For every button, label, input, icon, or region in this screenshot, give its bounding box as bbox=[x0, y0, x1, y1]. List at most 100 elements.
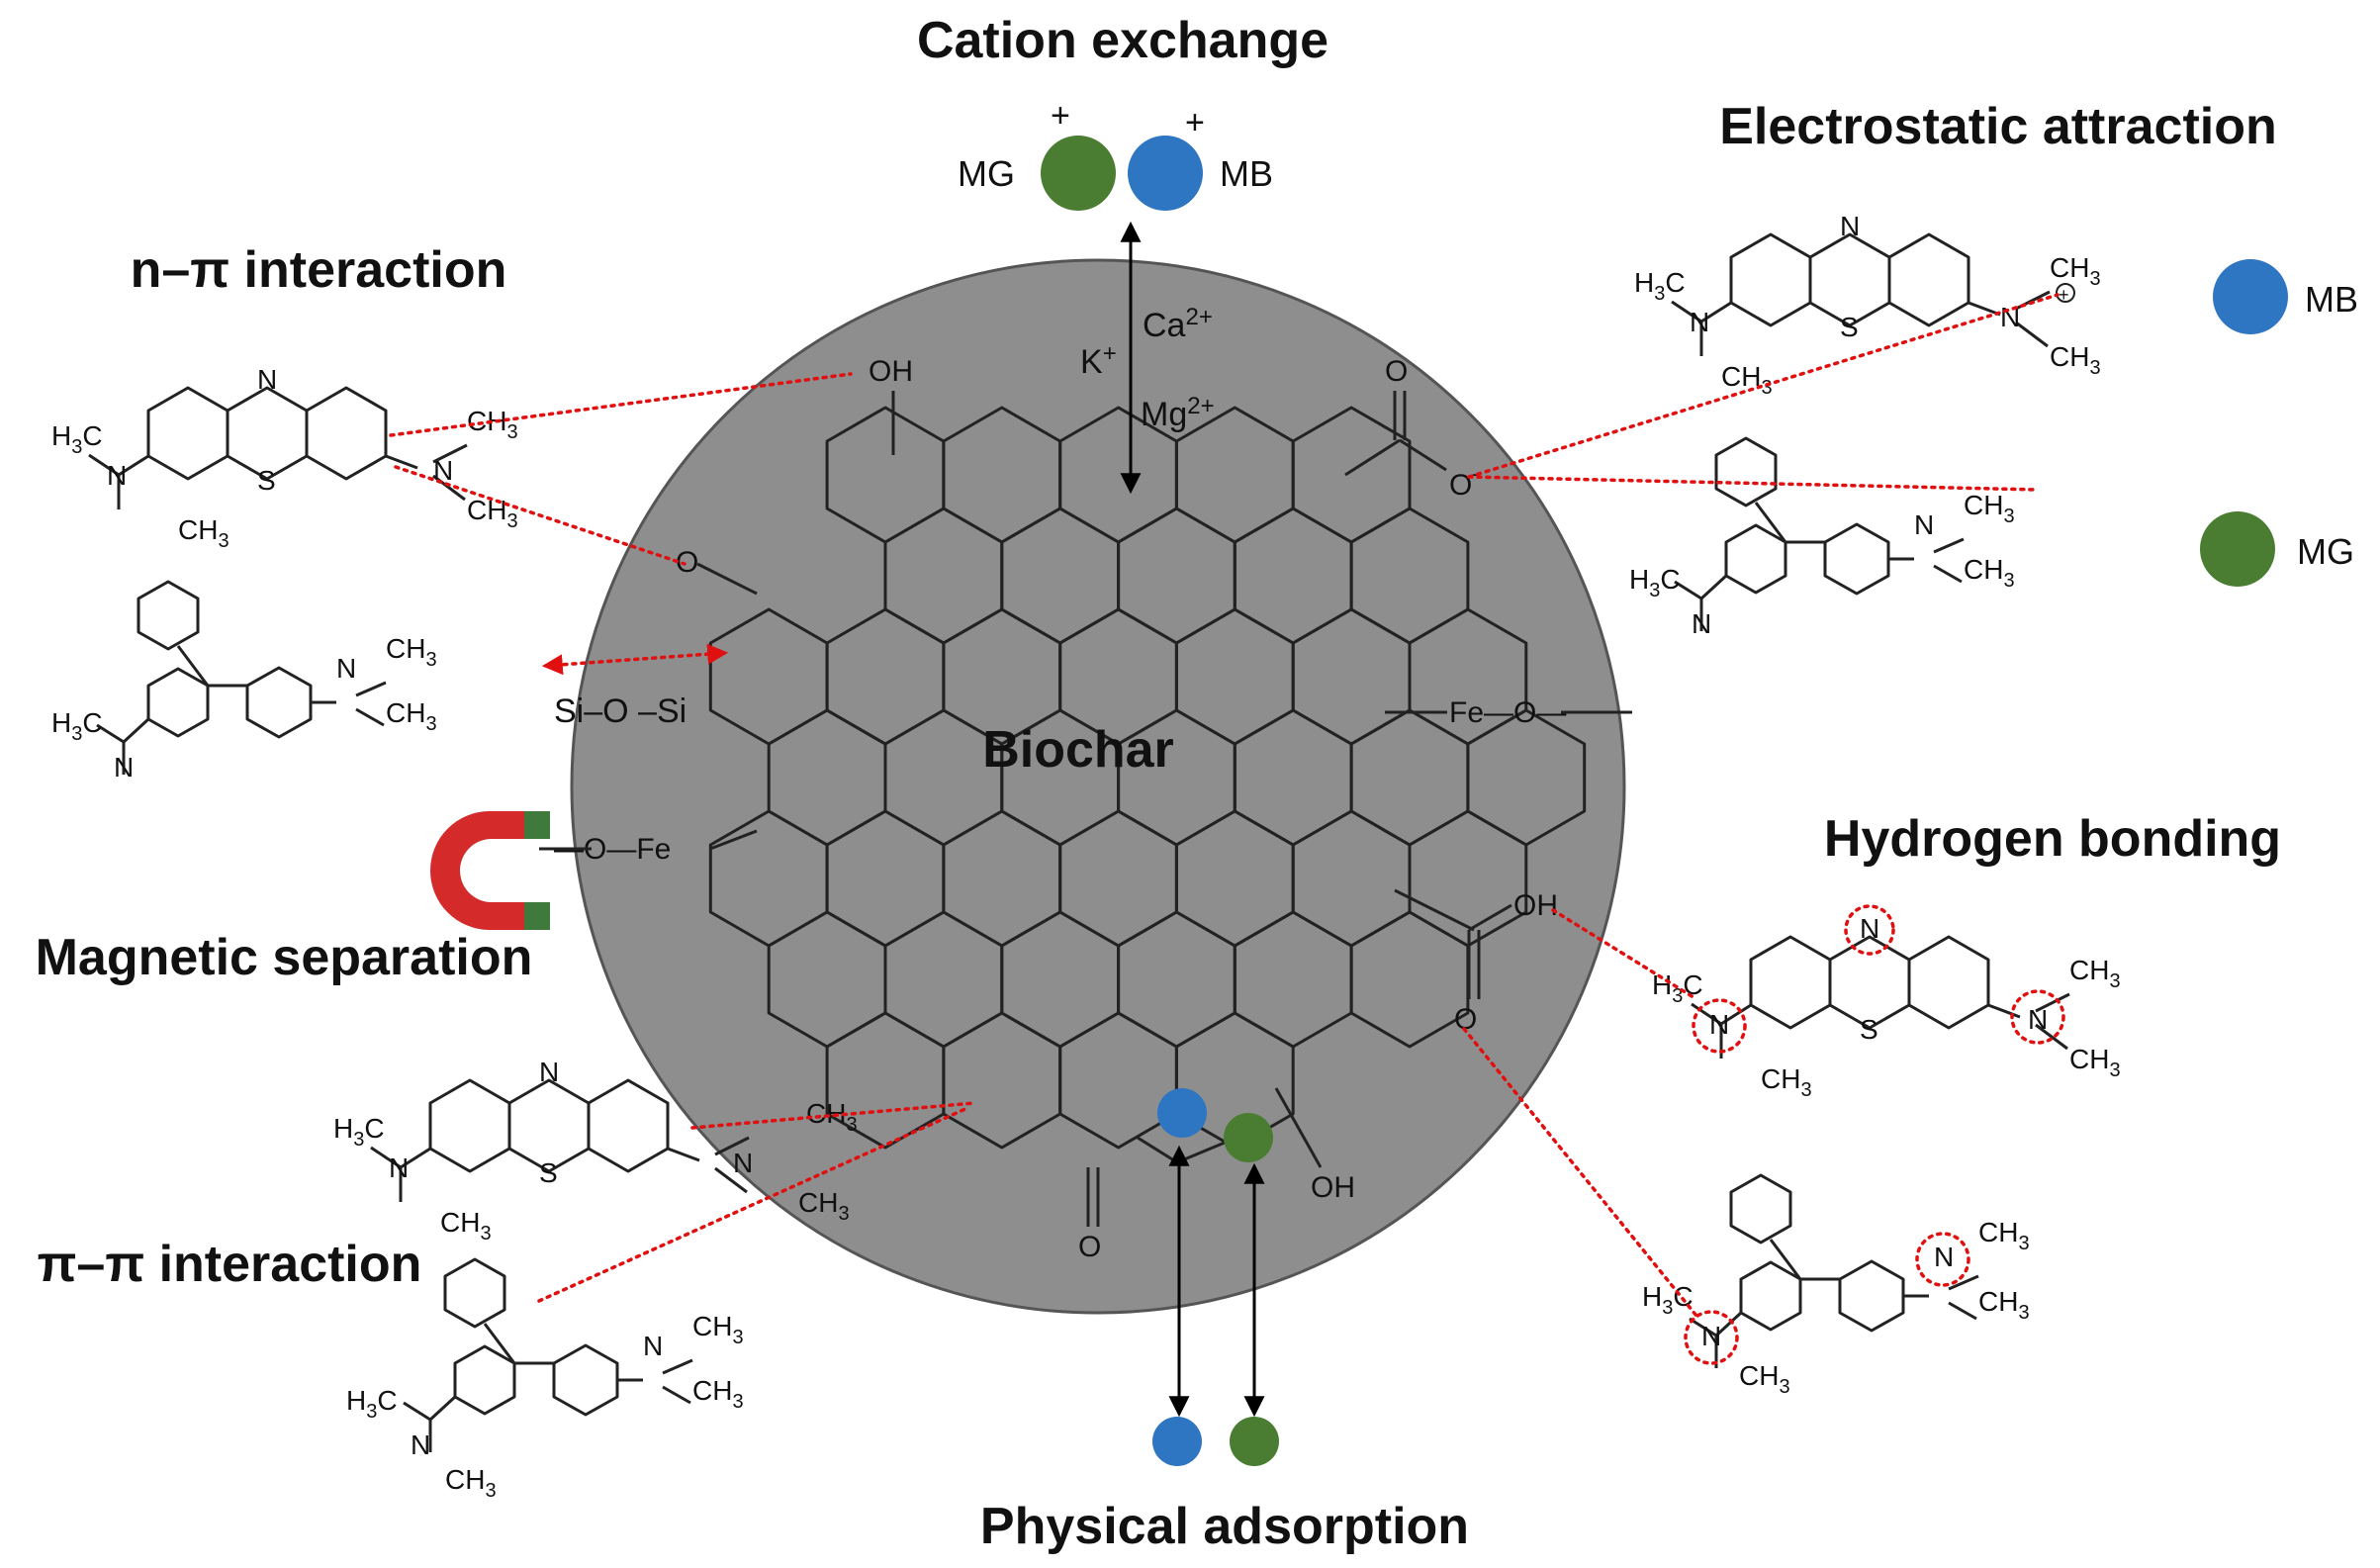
h3c-label: H3C bbox=[346, 1385, 398, 1423]
ch3-label: CH3 bbox=[1964, 490, 2015, 527]
o-carbonyl-right-label: O bbox=[1454, 1003, 1477, 1036]
mb-label-top: MB bbox=[1220, 153, 1273, 194]
s-ring-label: S bbox=[1840, 312, 1859, 342]
n-amine-label: N bbox=[411, 1430, 430, 1460]
oh-bottom-label: OH bbox=[1311, 1171, 1355, 1204]
mg-ion-pore bbox=[1224, 1113, 1273, 1162]
mg-ion-bottom bbox=[1230, 1417, 1279, 1466]
ch3-label: CH3 bbox=[692, 1311, 744, 1348]
biochar-label: Biochar bbox=[982, 721, 1174, 779]
ch3-label: CH3 bbox=[1978, 1217, 2030, 1254]
h3c-label: H3C bbox=[1629, 564, 1681, 601]
ch3-label: CH3 bbox=[798, 1187, 850, 1225]
mg-ion-right bbox=[2200, 511, 2275, 587]
electrostatic-title: Electrostatic attraction bbox=[1719, 98, 2277, 155]
n-ring-label: N bbox=[1840, 211, 1860, 241]
functional-groups: OH O O - O Fe—O— —O—Fe OH O O OH bbox=[554, 355, 1632, 1263]
n-cation-label: N bbox=[433, 455, 453, 486]
mb-ion-top bbox=[1128, 136, 1203, 211]
mb-ion-right bbox=[2213, 259, 2288, 334]
h3c-label: H3C bbox=[1652, 969, 1703, 1007]
n-cation-label: N bbox=[2028, 1004, 2048, 1035]
mb-label-right: MB bbox=[2305, 279, 2358, 320]
s-ring-label: S bbox=[257, 465, 276, 496]
n-amine-label: N bbox=[1709, 1009, 1729, 1040]
k-ion-label: K+ bbox=[1080, 340, 1117, 381]
ch3-label: CH3 bbox=[2069, 955, 2121, 992]
mb-molecule-hbond: H3C N N S N CH3 CH3 CH3 bbox=[1652, 904, 2121, 1101]
n-amine-label: N bbox=[389, 1153, 409, 1183]
mb-molecule-electrostatic: H3C N N S N + CH3 CH3 CH3 bbox=[1634, 211, 2101, 399]
ch3-label: CH3 bbox=[1761, 1063, 1812, 1101]
magnet-icon bbox=[430, 811, 550, 930]
n-cation-label: N bbox=[1914, 509, 1934, 540]
physical-adsorption-title: Physical adsorption bbox=[980, 1498, 1469, 1555]
ch3-label: CH3 bbox=[445, 1464, 497, 1502]
n-amine-label: N bbox=[1690, 307, 1709, 337]
mb-ion-pore bbox=[1157, 1088, 1207, 1138]
ch3-label: CH3 bbox=[440, 1207, 492, 1245]
ch3-label: CH3 bbox=[386, 697, 437, 735]
n-amine-label: N bbox=[114, 752, 134, 783]
mg-label-top: MG bbox=[958, 153, 1015, 194]
ch3-label: CH3 bbox=[386, 633, 437, 671]
si-o-si-label: Si–O –Si bbox=[554, 692, 687, 730]
mg-molecule-sio: N CH3 CH3 H3C N bbox=[51, 580, 437, 783]
pi-pi-title: π–π interaction bbox=[38, 1236, 422, 1293]
n-cation-label: N bbox=[1934, 1242, 1954, 1272]
n-ring-label: N bbox=[1860, 913, 1879, 944]
mb-plus-sign: + bbox=[1185, 104, 1205, 141]
magnetic-separation-title: Magnetic separation bbox=[36, 929, 533, 986]
hydrogen-bonding-title: Hydrogen bonding bbox=[1824, 810, 2281, 868]
ca-ion-label: Ca2+ bbox=[1143, 304, 1213, 344]
oh-right-label: OH bbox=[1513, 889, 1558, 922]
n-amine-label: N bbox=[1692, 608, 1711, 639]
n-cation-label: N bbox=[643, 1331, 663, 1361]
ch3-label: CH3 bbox=[2050, 341, 2101, 379]
mg-label-right: MG bbox=[2297, 531, 2354, 572]
mb-ion-bottom bbox=[1152, 1417, 1202, 1466]
ch3-label: CH3 bbox=[806, 1098, 858, 1136]
h3c-label: H3C bbox=[1634, 267, 1686, 305]
n-cation-label: N bbox=[336, 653, 356, 684]
s-ring-label: S bbox=[1860, 1014, 1878, 1045]
n-ring-label: N bbox=[257, 364, 277, 395]
ch3-label: CH3 bbox=[2069, 1044, 2121, 1081]
mb-molecule-pipi: H3C N N S N CH3 CH3 CH3 bbox=[333, 1057, 858, 1245]
o-carbonyl-top-label: O bbox=[1385, 355, 1408, 388]
plus-circle: + bbox=[2059, 285, 2069, 305]
ch3-label: CH3 bbox=[178, 514, 229, 552]
h3c-label: H3C bbox=[51, 707, 103, 745]
ch3-label: CH3 bbox=[2050, 252, 2101, 290]
mg-plus-sign: + bbox=[1051, 97, 1070, 135]
n-cation-label: N bbox=[733, 1148, 753, 1178]
mg-molecule-pipi: N CH3 CH3 H3C N CH3 bbox=[346, 1257, 744, 1502]
n-amine-label: N bbox=[1701, 1321, 1721, 1351]
ch3-label: CH3 bbox=[467, 495, 518, 532]
h3c-label: H3C bbox=[51, 420, 103, 458]
mg-molecule-electrostatic: N CH3 CH3 H3C N bbox=[1629, 436, 2015, 639]
ch3-label: CH3 bbox=[1721, 361, 1773, 399]
mg-ion-top bbox=[1041, 136, 1116, 211]
o-ketone-bottom-label: O bbox=[1078, 1231, 1101, 1263]
ch3-label: CH3 bbox=[1978, 1286, 2030, 1324]
fe-o-right-label: Fe—O— bbox=[1449, 696, 1566, 729]
minus-sign: - bbox=[1472, 461, 1479, 486]
ch3-label: CH3 bbox=[1739, 1360, 1790, 1398]
n-ring-label: N bbox=[539, 1057, 559, 1087]
n-pi-title: n–π interaction bbox=[131, 241, 507, 299]
h3c-label: H3C bbox=[333, 1113, 385, 1151]
ch3-label: CH3 bbox=[692, 1375, 744, 1413]
mg-ion-label: Mg2+ bbox=[1141, 393, 1215, 433]
oh-top-label: OH bbox=[869, 355, 913, 388]
graphene-lattice bbox=[708, 406, 1587, 1150]
cation-exchange-title: Cation exchange bbox=[917, 12, 1328, 69]
o-minus-label: O bbox=[1449, 469, 1472, 502]
ch3-label: CH3 bbox=[1964, 554, 2015, 592]
mg-molecule-hbond: N CH3 CH3 H3C N CH3 bbox=[1642, 1173, 2030, 1398]
mb-molecule-npi: H3C N N S N CH3 CH3 CH3 bbox=[51, 364, 518, 552]
biochar-particle bbox=[570, 258, 1626, 1315]
n-amine-label: N bbox=[107, 460, 127, 491]
s-ring-label: S bbox=[539, 1157, 558, 1188]
